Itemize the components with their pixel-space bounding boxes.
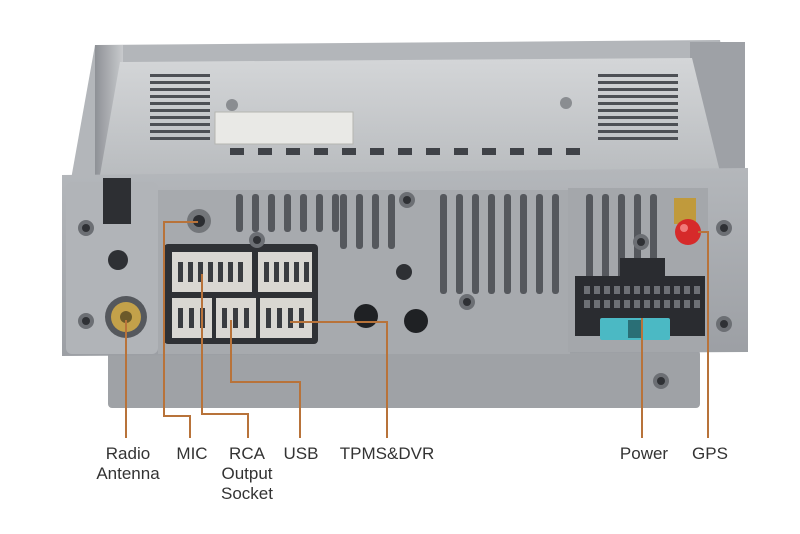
mic-jack-icon: [187, 209, 211, 233]
label-power: Power: [619, 444, 669, 463]
leader-rca: [201, 274, 249, 438]
screws: [78, 192, 732, 389]
leader-usb: [230, 320, 301, 438]
label-usb: USB: [283, 444, 319, 463]
fuse-icon: [600, 318, 670, 340]
harness-connector-block: [164, 244, 318, 344]
leader-gps: [698, 231, 709, 438]
antenna-socket-icon: [105, 250, 147, 338]
label-rca-output-socket: RCA Output Socket: [221, 444, 273, 503]
callout-leader-lines: [125, 221, 709, 438]
label-mic: MIC: [176, 444, 208, 463]
gps-connector-icon: [674, 198, 701, 245]
top-cover: [100, 58, 720, 175]
power-connector: [575, 258, 705, 340]
leader-mic: [163, 221, 198, 438]
label-tpms-dvr: TPMS&DVR: [339, 444, 435, 463]
label-radio-antenna: Radio Antenna: [96, 444, 160, 483]
label-gps: GPS: [692, 444, 728, 463]
leader-tpms-dvr: [290, 321, 388, 438]
